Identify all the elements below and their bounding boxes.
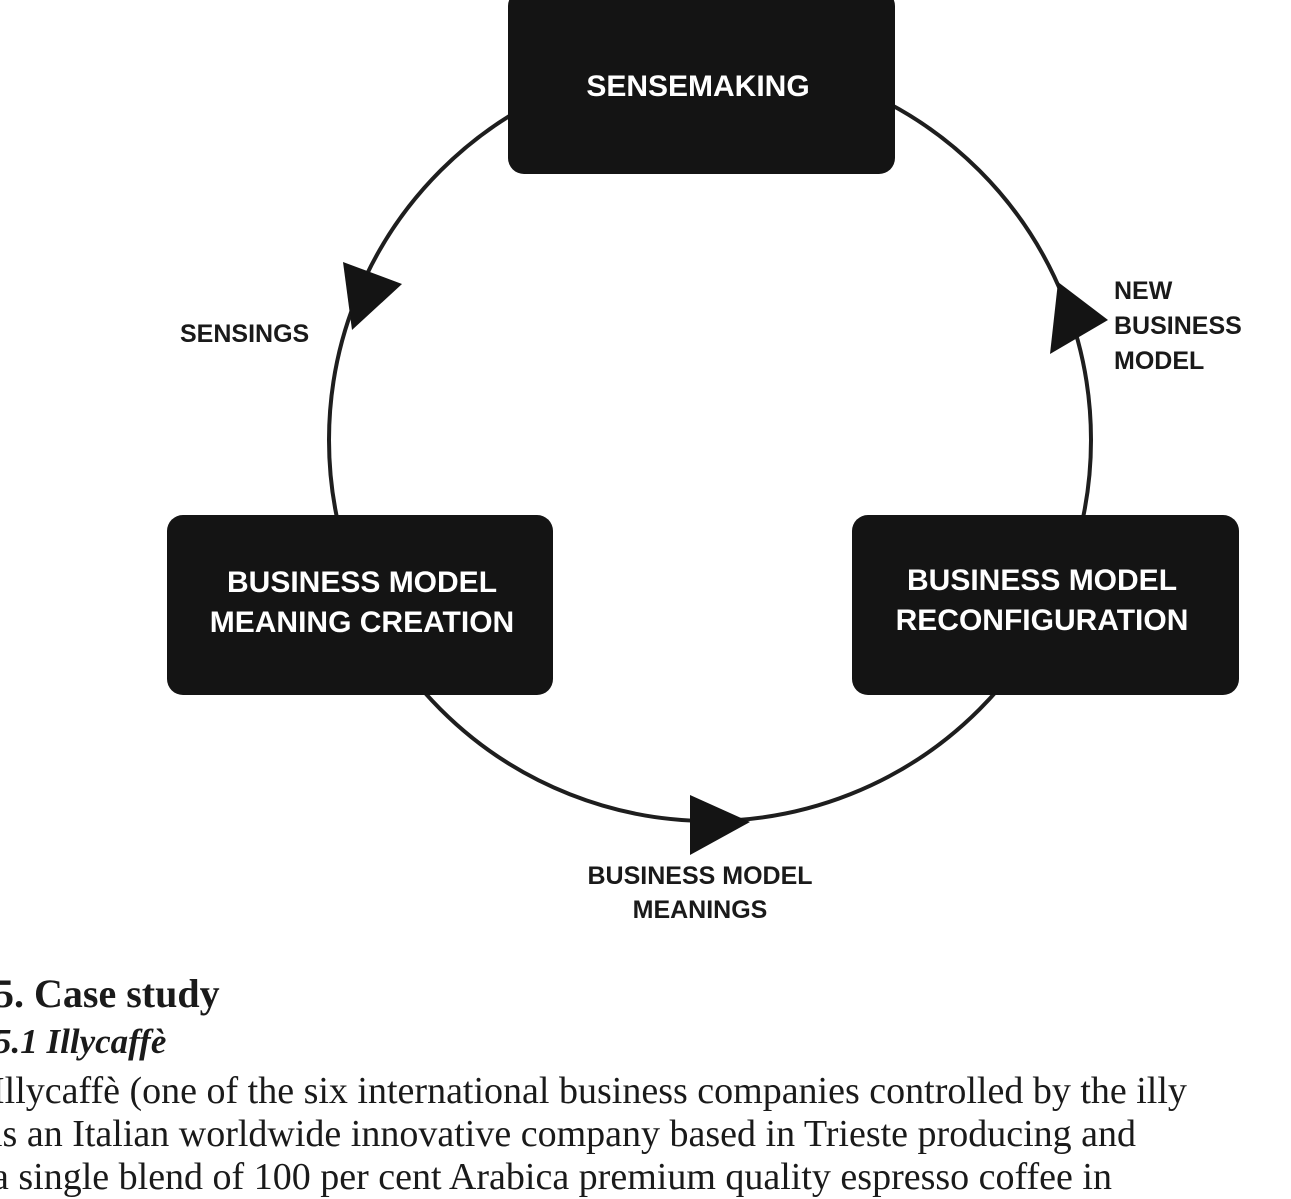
edge-label-new-business-model-line1: NEW (1114, 277, 1173, 305)
node-left-label-line1: BUSINESS MODEL (227, 566, 497, 599)
node-business-model-reconfiguration: BUSINESS MODEL RECONFIGURATION (852, 515, 1239, 695)
body-paragraph: Illycaffè (one of the six international … (0, 1070, 1187, 1199)
paragraph-line: a single blend of 100 per cent Arabica p… (0, 1156, 1112, 1198)
edge-label-business-model-meanings-line1: BUSINESS MODEL (587, 862, 812, 890)
arrow-new-business-model-icon (1050, 282, 1108, 354)
paragraph-line: is an Italian worldwide innovative compa… (0, 1113, 1136, 1155)
edge-label-new-business-model-line3: MODEL (1114, 347, 1204, 375)
edge-label-sensings: SENSINGS (180, 320, 309, 348)
edge-label-new-business-model-line2: BUSINESS (1114, 312, 1242, 340)
subsection-heading: 5.1 Illycaffè (0, 1022, 167, 1061)
node-left-label-line2: MEANING CREATION (210, 606, 514, 639)
section-heading: 5. Case study (0, 971, 220, 1016)
node-right-label-line2: RECONFIGURATION (896, 604, 1189, 637)
node-sensemaking-label: SENSEMAKING (586, 70, 809, 103)
node-sensemaking: SENSEMAKING (508, 0, 895, 174)
node-right-label-line1: BUSINESS MODEL (907, 564, 1177, 597)
sensemaking-cycle-diagram: SENSEMAKING BUSINESS MODEL MEANING CREAT… (167, 0, 1242, 924)
arrow-business-model-meanings-icon (690, 795, 750, 855)
node-business-model-meaning-creation: BUSINESS MODEL MEANING CREATION (167, 515, 553, 695)
arrow-sensings-icon (343, 262, 402, 330)
paragraph-line: Illycaffè (one of the six international … (0, 1070, 1187, 1112)
edge-label-business-model-meanings-line2: MEANINGS (633, 896, 768, 924)
